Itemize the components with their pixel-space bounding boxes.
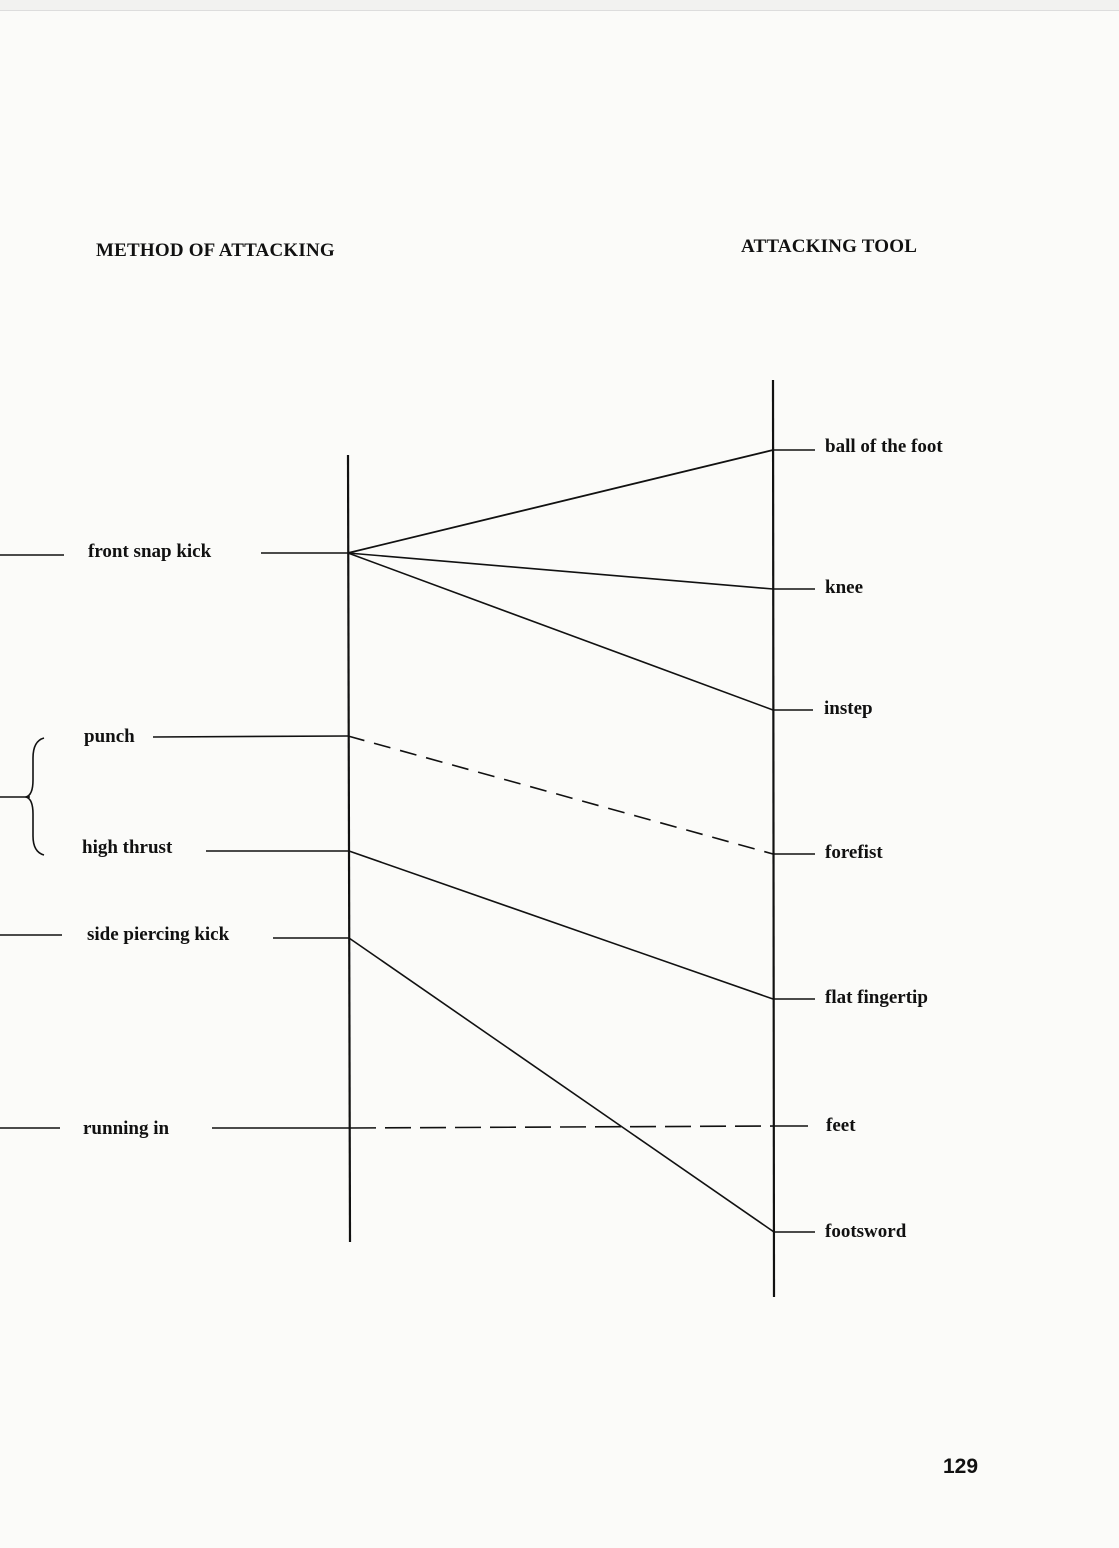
connection-running-in-feet (349, 1125, 775, 1129)
connection-high-thrust-flat-fingertip (348, 850, 774, 1000)
connection-front-snap-kick-ball-of-the-foot (347, 449, 774, 554)
connection-front-snap-kick-knee (347, 552, 774, 590)
connection-front-snap-kick-instep (347, 552, 774, 711)
tool-heading: ATTACKING TOOL (741, 236, 918, 257)
tool-label-feet: feet (826, 1115, 856, 1136)
tool-label-ball-of-the-foot: ball of the foot (825, 436, 943, 457)
tool-label-footsword: footsword (825, 1221, 907, 1242)
tool-axis (771, 379, 776, 1298)
tool-label-flat-fingertip: flat fingertip (825, 987, 928, 1008)
page-number: 129 (943, 1455, 979, 1478)
method-label-punch: punch (84, 726, 135, 747)
tool-label-knee: knee (825, 577, 863, 598)
method-label-front-snap-kick: front snap kick (88, 541, 212, 562)
connection-side-piercing-kick-footsword (348, 937, 775, 1233)
tool-label-instep: instep (824, 698, 873, 719)
page-top-edge (0, 0, 1119, 11)
grouping-brace (23, 737, 45, 856)
method-label-side-piercing-kick: side piercing kick (87, 924, 230, 945)
method-label-high-thrust: high thrust (82, 837, 173, 858)
leader-punch (152, 735, 349, 738)
method-heading: METHOD OF ATTACKING (96, 240, 335, 261)
method-label-running-in: running in (83, 1118, 170, 1139)
method-axis (346, 454, 352, 1243)
tool-label-forefist: forefist (825, 842, 883, 863)
connection-punch-forefist (347, 735, 774, 855)
